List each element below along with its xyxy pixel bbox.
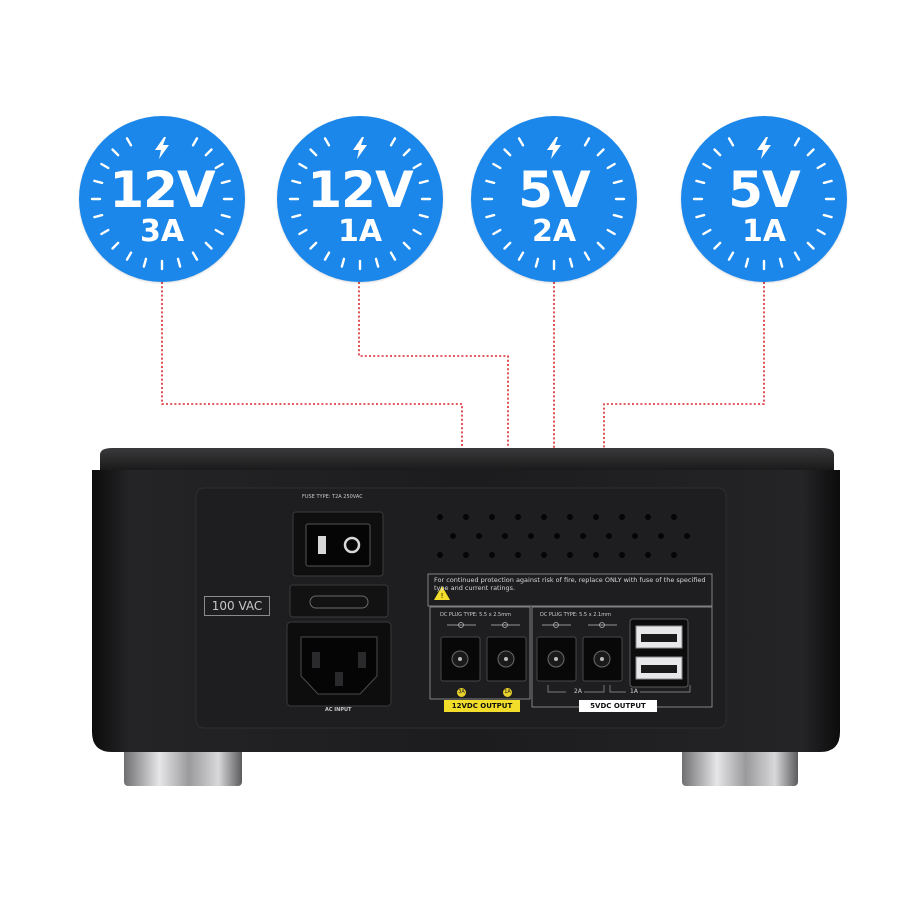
polarity-marks: [447, 622, 617, 628]
output-12vdc-label: 12VDC OUTPUT: [444, 700, 520, 712]
vent-holes: [437, 514, 690, 558]
iec-socket-icon: [286, 621, 392, 707]
badge-voltage: 5V: [728, 161, 801, 219]
svg-text:!: !: [441, 592, 444, 600]
dc-jack-12v-3a: [440, 636, 481, 682]
plug-type-5v-label: DC PLUG TYPE: 5.5 x 2.1mm: [540, 612, 611, 618]
rating-1a-label: 1A: [630, 688, 638, 695]
badge-12v-1a: 12V 1A: [277, 116, 443, 282]
fuse-holder-icon: [289, 584, 389, 618]
badge-voltage: 12V: [307, 161, 413, 219]
usb-port-icon: [629, 618, 689, 688]
lightning-bolt-icon: [353, 137, 367, 159]
badge-5v-2a: 5V 2A: [471, 116, 637, 282]
fuse-warning-text: For continued protection against risk of…: [434, 576, 706, 592]
warning-triangle-icon: !: [434, 586, 450, 600]
badge-voltage: 12V: [109, 161, 215, 219]
dc-jack-5v-2a: [536, 636, 577, 682]
tick-ring: [90, 137, 234, 271]
badge-current: 2A: [531, 214, 577, 249]
input-voltage-label: 100 VAC: [204, 596, 270, 616]
ac-input-label: AC INPUT: [325, 707, 352, 713]
badge-current: 1A: [337, 214, 383, 249]
badge-voltage: 5V: [518, 161, 591, 219]
badge-current: 3A: [139, 214, 185, 249]
rating-2a-label: 2A: [574, 688, 582, 695]
warning-box: [427, 573, 713, 607]
marker-3a: 3A: [457, 688, 466, 697]
dc-jack-5v-1a: [582, 636, 623, 682]
device-top-lid: [100, 448, 834, 470]
badge-12v-3a: 12V 3A: [79, 116, 245, 282]
leader-line-12v-1a: [358, 282, 509, 640]
power-switch-icon: [292, 511, 384, 577]
tick-ring: [692, 137, 836, 271]
fuse-type-label: FUSE TYPE: T2A 250VAC: [302, 494, 363, 500]
rating-brackets: [547, 685, 691, 693]
badge-5v-1a: 5V 1A: [681, 116, 847, 282]
tick-ring: [288, 137, 432, 271]
output-box-12v: [429, 606, 531, 700]
tick-ring: [482, 137, 626, 271]
lightning-bolt-icon: [757, 137, 771, 159]
output-5vdc-label: 5VDC OUTPUT: [579, 700, 657, 712]
badge-current: 1A: [741, 214, 787, 249]
lightning-bolt-icon: [547, 137, 561, 159]
dc-jack-12v-1a: [486, 636, 527, 682]
lightning-bolt-icon: [155, 137, 169, 159]
marker-1a: 1A: [503, 688, 512, 697]
plug-type-12v-label: DC PLUG TYPE: 5.5 x 2.5mm: [440, 612, 511, 618]
